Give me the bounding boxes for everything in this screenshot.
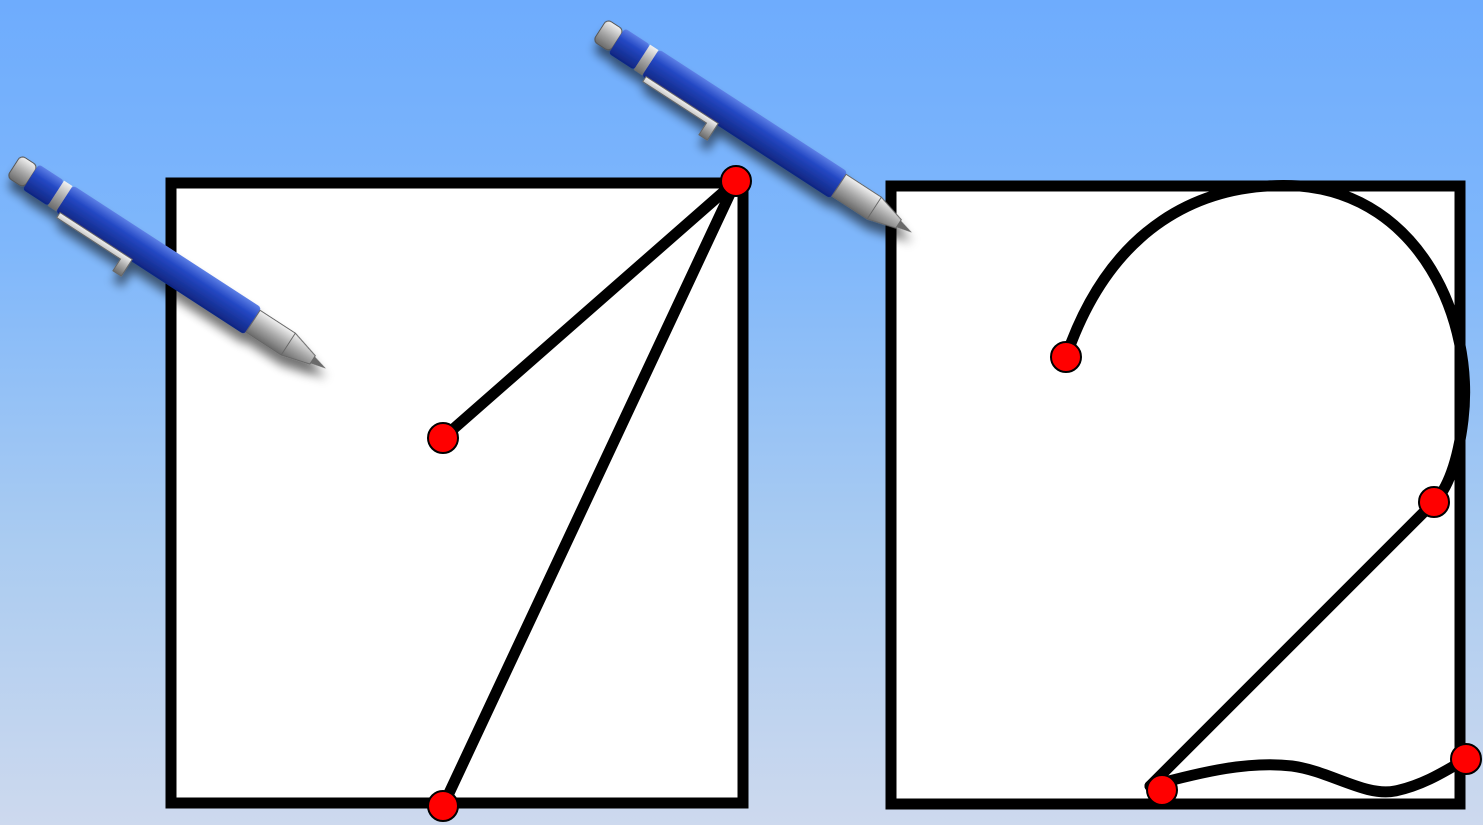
start-dot (428, 423, 458, 453)
start-dot (721, 166, 751, 196)
start-dot (1419, 487, 1449, 517)
start-dot (428, 791, 458, 821)
tracing-box-2 (891, 186, 1460, 804)
start-dot (1051, 342, 1081, 372)
start-dot (1451, 744, 1481, 774)
start-dot (1147, 775, 1177, 805)
tracing-box-1 (171, 183, 743, 803)
